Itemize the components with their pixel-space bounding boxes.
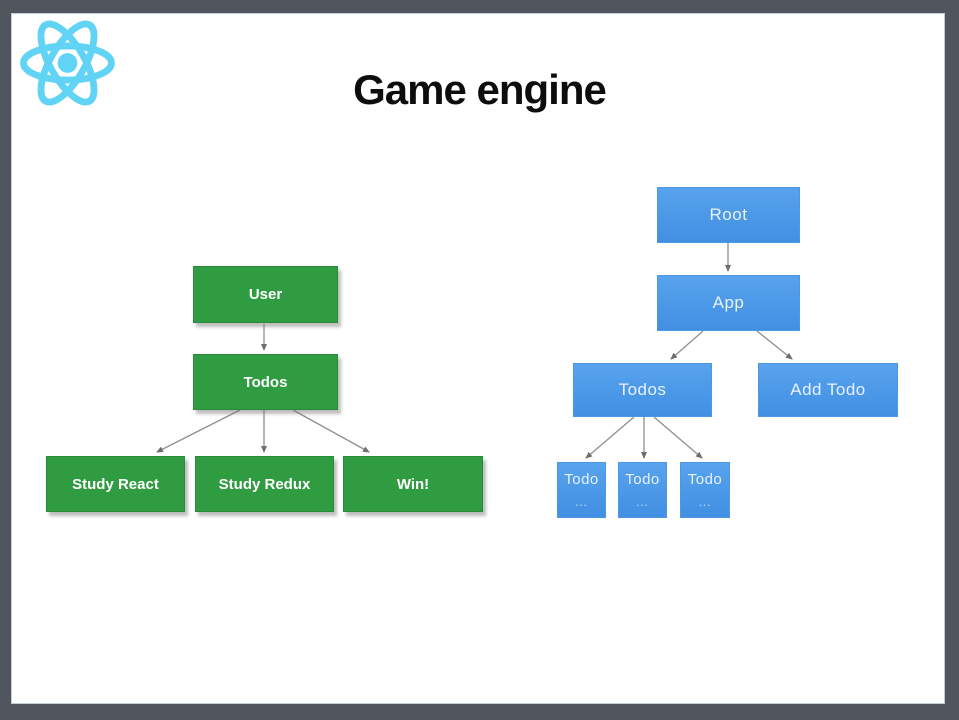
node-todo-item-2: Todo …: [618, 462, 667, 518]
node-todos-blue: Todos: [573, 363, 712, 417]
todo-item-label: Todo: [564, 470, 599, 488]
todo-item-label: Todo: [625, 470, 660, 488]
node-study-redux: Study Redux: [195, 456, 334, 512]
node-add-todo: Add Todo: [758, 363, 898, 417]
slide-title: Game engine: [353, 66, 607, 113]
node-todo-item-3: Todo …: [680, 462, 730, 518]
todo-item-ellipsis: …: [698, 493, 712, 509]
todo-item-ellipsis: …: [574, 493, 589, 509]
node-user: User: [193, 266, 338, 323]
node-root: Root: [657, 187, 800, 243]
react-logo-icon: [20, 20, 115, 106]
node-app: App: [657, 275, 800, 331]
node-study-react: Study React: [46, 456, 185, 512]
todo-item-ellipsis: …: [635, 493, 650, 509]
node-todo-item-1: Todo …: [557, 462, 606, 518]
slide-canvas: [11, 13, 945, 704]
node-todos-green: Todos: [193, 354, 338, 410]
todo-item-label: Todo: [687, 470, 723, 488]
node-win: Win!: [343, 456, 483, 512]
